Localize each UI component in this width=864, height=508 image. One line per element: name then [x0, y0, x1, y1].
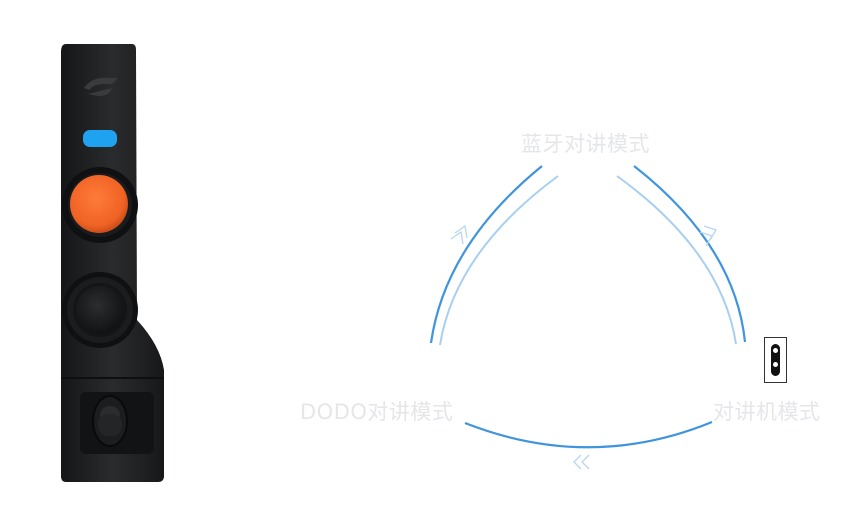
arc-dodo-to-bluetooth: [429, 165, 543, 344]
arrow-up-left-icon: [450, 224, 468, 245]
arc-bluetooth-to-intercom: [633, 165, 747, 343]
arrow-left-icon: [573, 454, 590, 470]
arrow-down-right-icon: [699, 225, 717, 247]
black-button[interactable]: [62, 272, 138, 348]
arc-bluetooth-to-intercom-inner: [616, 175, 737, 345]
device-toggle-switch[interactable]: [80, 392, 154, 454]
mode-label-dodo-intercom: DODO对讲模式: [300, 400, 454, 424]
arc-intercom-to-dodo: [464, 420, 713, 449]
status-led: [83, 130, 117, 147]
device-body: [61, 44, 164, 482]
arc-dodo-to-bluetooth-inner: [439, 175, 559, 346]
brand-logo-icon: [84, 77, 118, 96]
mode-label-walkie-talkie: 对讲机模式: [713, 400, 821, 424]
orange-button[interactable]: [62, 167, 138, 243]
toggle-switch-icon: [764, 337, 787, 383]
mode-label-bluetooth-intercom: 蓝牙对讲模式: [521, 132, 650, 156]
